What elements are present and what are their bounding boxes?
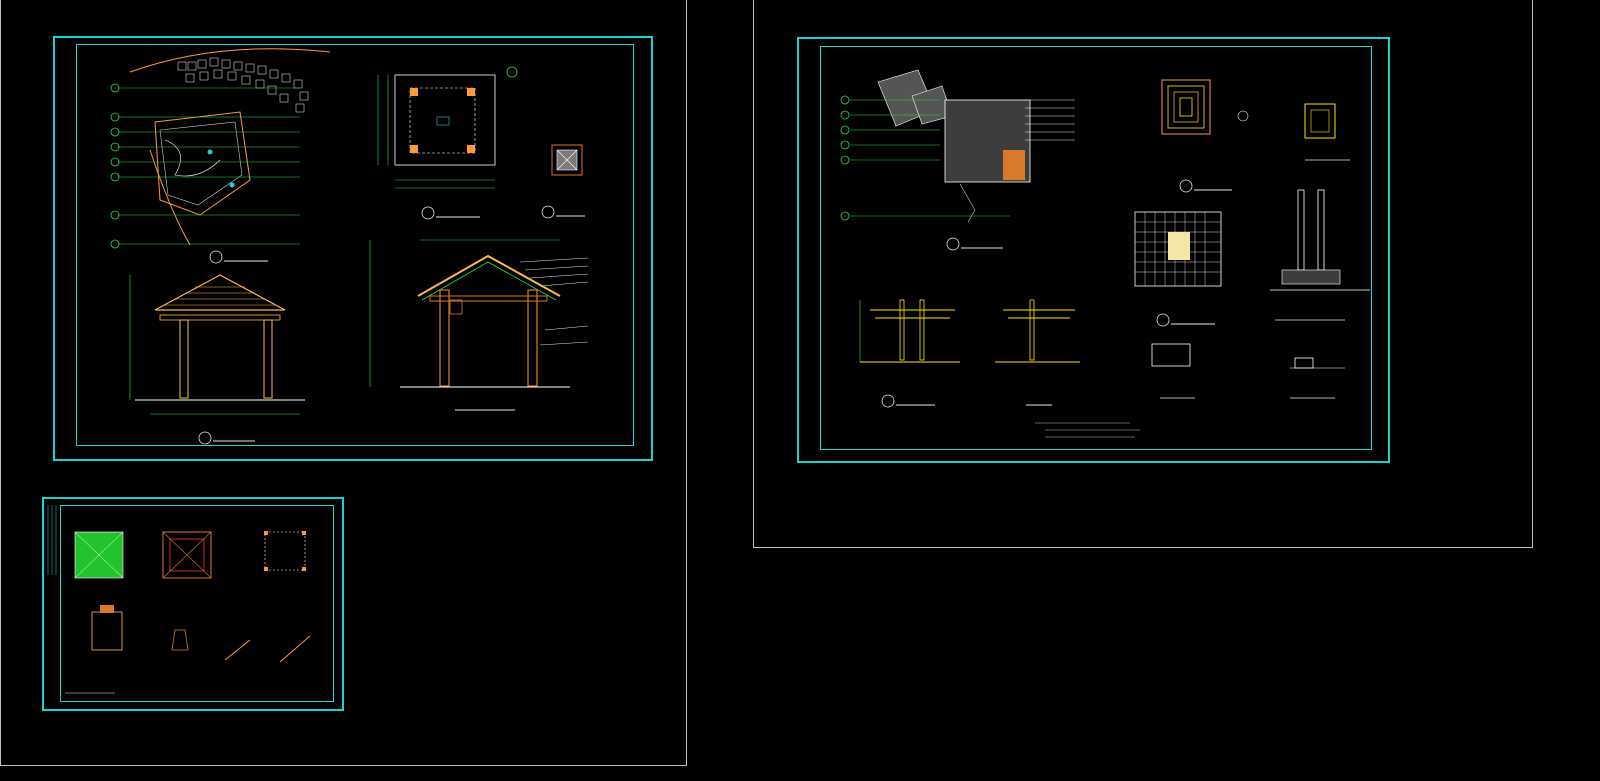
foundation-plan-view <box>1134 211 1222 327</box>
foundation-section-view <box>1270 189 1370 321</box>
right-site-plan-view <box>840 69 1075 251</box>
section-1-1-view <box>369 239 589 411</box>
sheet-right-inner-frame <box>820 46 1372 450</box>
small-sheet-views <box>47 505 311 694</box>
sheet-left-inner-frame <box>76 44 634 446</box>
lattice-detail-view <box>1161 79 1350 193</box>
sheet-right-border <box>753 0 1533 548</box>
sheet-left-border <box>0 0 687 766</box>
pavilion-plan-view <box>377 66 518 220</box>
sheet-right-frame <box>797 37 1390 463</box>
right-elevation-view <box>859 299 960 408</box>
front-elevation-view <box>129 274 305 445</box>
sheet-small-frame <box>42 497 344 711</box>
column-detail-view <box>541 144 585 219</box>
sheet-small-inner-frame <box>60 505 334 702</box>
site-plan-view <box>110 48 331 264</box>
right-detail-views <box>1035 343 1345 438</box>
right-section-1-1-view <box>995 299 1080 406</box>
sheet-left-frame <box>53 36 653 461</box>
